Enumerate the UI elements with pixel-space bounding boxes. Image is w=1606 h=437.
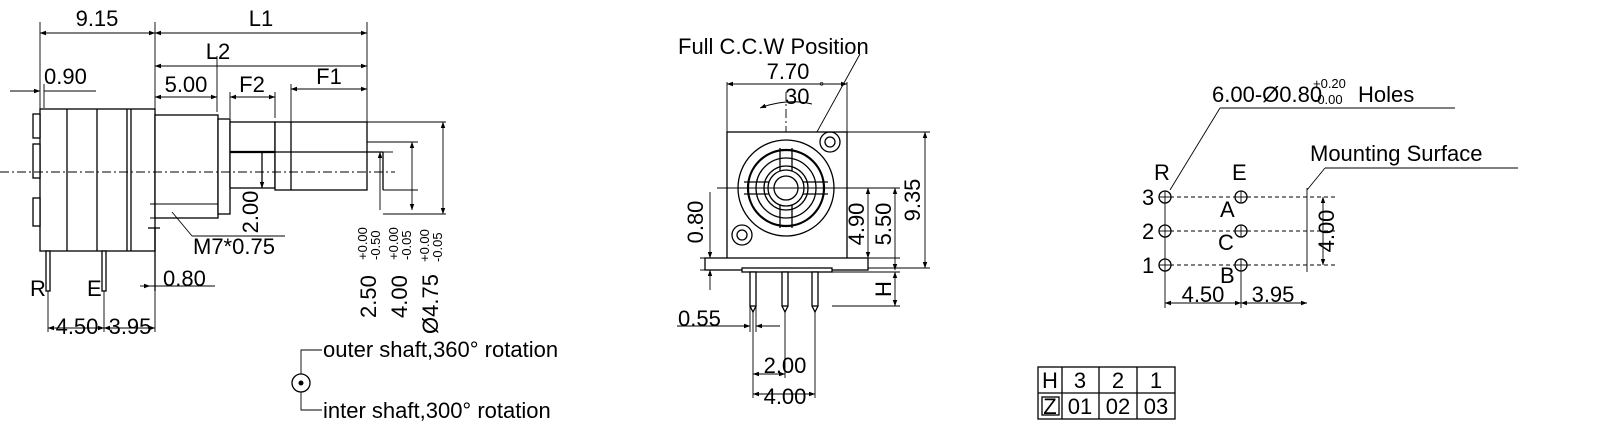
dim-9-35: 9.35 xyxy=(900,179,925,222)
dim-shaft-4-00: 4.00 +0.00 -0.05 xyxy=(386,227,414,318)
shaft-legend xyxy=(291,349,322,411)
front-view xyxy=(677,53,930,398)
pcb-hole xyxy=(1158,224,1172,238)
dim-5-50: 5.50 xyxy=(871,203,896,246)
svg-text:-0.00: -0.00 xyxy=(1313,92,1343,107)
table-cell: 02 xyxy=(1106,394,1130,419)
svg-text:6.00-Ø0.80: 6.00-Ø0.80 xyxy=(1212,82,1322,107)
pcb-hole xyxy=(1234,258,1248,272)
dim-2-00-front: 2.00 xyxy=(764,353,807,378)
legend-inner-shaft: inter shaft,300° rotation xyxy=(323,398,551,423)
dim-2-00-vertical: 2.00 xyxy=(238,191,263,234)
dim-0-55: 0.55 xyxy=(678,306,721,331)
dim-7-70: 7.70 xyxy=(767,59,810,84)
dim-4-50: 4.50 xyxy=(56,314,99,339)
svg-text:+0.20: +0.20 xyxy=(1313,76,1346,91)
pcb-label-C: C xyxy=(1218,230,1234,255)
pcb-hole xyxy=(1234,190,1248,204)
pin-R-label: R xyxy=(30,276,46,301)
pin-number-3: 3 xyxy=(1142,185,1154,210)
legend-outer-shaft: outer shaft,360° rotation xyxy=(323,337,558,362)
pin-E-label: E xyxy=(87,276,102,301)
pcb-dim-4-00: 4.00 xyxy=(1314,210,1339,253)
svg-text:+0.00: +0.00 xyxy=(417,229,432,262)
pcb-label-R: R xyxy=(1154,160,1170,185)
angle-30: 30 xyxy=(785,84,809,109)
pcb-label-E: E xyxy=(1232,160,1247,185)
dim-9-15: 9.15 xyxy=(76,6,119,31)
dim-5-00: 5.00 xyxy=(165,72,208,97)
dim-shaft-4-75: Ø4.75 +0.00 -0.05 xyxy=(417,229,445,334)
table-cell: 2 xyxy=(1112,368,1124,393)
pcb-label-B: B xyxy=(1220,263,1235,288)
svg-text:-0.05: -0.05 xyxy=(430,232,445,262)
table-cell: H xyxy=(1042,368,1058,393)
side-view xyxy=(0,22,446,332)
dim-3-95: 3.95 xyxy=(109,314,152,339)
angle-degree: ° xyxy=(819,79,824,94)
svg-text:Ø4.75: Ø4.75 xyxy=(418,274,443,334)
dim-0-80-front: 0.80 xyxy=(683,201,708,244)
pcb-hole xyxy=(1234,224,1248,238)
front-view-title: Full C.C.W Position xyxy=(678,34,869,59)
pcb-hole xyxy=(1158,190,1172,204)
pcb-label-A: A xyxy=(1220,197,1235,222)
mounting-surface-label: Mounting Surface xyxy=(1310,141,1482,166)
dim-H: H xyxy=(871,281,896,297)
dim-0-80: 0.80 xyxy=(163,266,206,291)
table-cell: 3 xyxy=(1074,368,1086,393)
svg-text:-0.50: -0.50 xyxy=(368,230,383,260)
dim-L2: L2 xyxy=(206,39,230,64)
table-cell: 1 xyxy=(1150,368,1162,393)
table-cell: Z xyxy=(1043,394,1056,419)
pcb-dim-4-50: 4.50 xyxy=(1182,282,1225,307)
svg-text:+0.00: +0.00 xyxy=(386,227,401,260)
pin-number-2: 2 xyxy=(1142,219,1154,244)
dim-F1: F1 xyxy=(316,64,342,89)
table-cell: 01 xyxy=(1068,394,1092,419)
pin-code-table xyxy=(1037,366,1176,420)
dim-shaft-2-50: 2.50 +0.00 -0.50 xyxy=(355,227,383,318)
dim-4-90: 4.90 xyxy=(844,203,869,246)
pcb-hole xyxy=(1158,258,1172,272)
pcb-layout xyxy=(1158,107,1518,308)
pcb-dim-3-95: 3.95 xyxy=(1252,282,1295,307)
dim-L1: L1 xyxy=(249,6,273,31)
dim-F2: F2 xyxy=(239,72,265,97)
dim-0-90: 0.90 xyxy=(44,64,87,89)
holes-spec: 6.00-Ø0.80 +0.20 -0.00 Holes xyxy=(1212,76,1414,107)
pin-number-1: 1 xyxy=(1142,253,1154,278)
svg-text:4.00: 4.00 xyxy=(387,275,412,318)
svg-text:2.50: 2.50 xyxy=(356,275,381,318)
thread-spec: M7*0.75 xyxy=(193,234,275,259)
svg-text:Holes: Holes xyxy=(1358,82,1414,107)
svg-text:-0.05: -0.05 xyxy=(399,230,414,260)
table-cell: 03 xyxy=(1144,394,1168,419)
dim-4-00-front: 4.00 xyxy=(764,384,807,409)
svg-text:+0.00: +0.00 xyxy=(355,227,370,260)
